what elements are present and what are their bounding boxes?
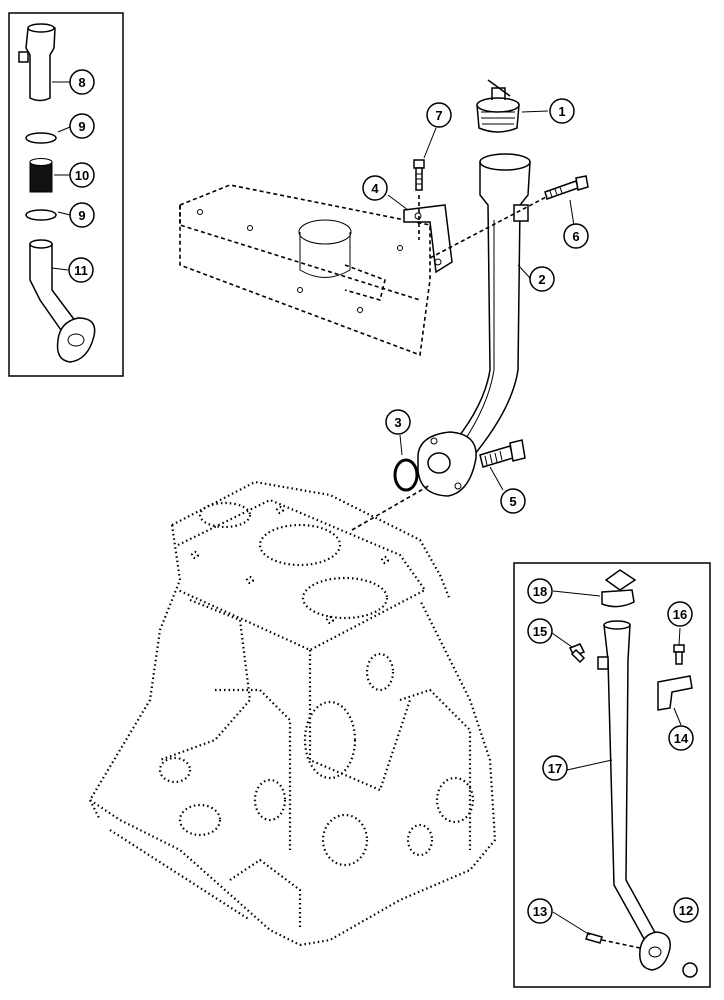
- callout-13: 13: [527, 898, 553, 924]
- callout-8: 8: [69, 69, 95, 95]
- svg-text:18: 18: [533, 584, 547, 599]
- svg-text:3: 3: [394, 415, 401, 430]
- part-16-bolt: [673, 644, 685, 665]
- callout-17: 17: [542, 755, 568, 781]
- callout-4: 4: [362, 175, 388, 201]
- part-10-hose: [29, 158, 53, 193]
- callout-9-lower: 9: [69, 202, 95, 228]
- part-18-filler-cap: [601, 569, 637, 608]
- svg-text:13: 13: [533, 904, 547, 919]
- callout-18: 18: [527, 578, 553, 604]
- svg-text:2: 2: [538, 272, 545, 287]
- callout-15: 15: [527, 618, 553, 644]
- part-13-bolt: [585, 932, 641, 949]
- svg-text:17: 17: [548, 761, 562, 776]
- part-11-elbow-tube: [29, 239, 96, 363]
- callout-11: 11: [68, 257, 94, 283]
- part-2-filler-pipe: [417, 153, 531, 497]
- svg-text:11: 11: [74, 263, 88, 278]
- callout-10: 10: [69, 162, 95, 188]
- part-15-bolt: [568, 643, 586, 664]
- svg-text:4: 4: [371, 181, 379, 196]
- callout-5: 5: [500, 488, 526, 514]
- callout-16: 16: [667, 601, 693, 627]
- assembly-guide-lines: [351, 195, 549, 531]
- part-5-bolt: [479, 439, 526, 468]
- part-14-bracket: [657, 675, 693, 711]
- svg-text:15: 15: [533, 624, 547, 639]
- leader-lines: [51, 81, 682, 936]
- callout-3: 3: [385, 409, 411, 435]
- part-7-bolt: [413, 159, 425, 191]
- part-12-o-ring: [682, 962, 698, 978]
- inset-bottom-right: [513, 562, 711, 988]
- svg-text:10: 10: [75, 168, 89, 183]
- callout-2: 2: [529, 266, 555, 292]
- svg-text:5: 5: [509, 494, 516, 509]
- part-4-bracket: [403, 204, 453, 274]
- svg-text:7: 7: [435, 108, 442, 123]
- svg-text:14: 14: [674, 731, 689, 746]
- svg-text:9: 9: [78, 208, 85, 223]
- part-9-clamp-upper: [25, 132, 57, 144]
- svg-text:6: 6: [572, 229, 579, 244]
- callout-12: 12: [673, 897, 699, 923]
- callout-9-upper: 9: [69, 113, 95, 139]
- callout-1: 1: [549, 98, 575, 124]
- part-1-filler-cap: [476, 79, 520, 133]
- svg-text:1: 1: [558, 104, 565, 119]
- part-17-filler-pipe: [597, 620, 671, 971]
- part-8-filler-tube: [18, 23, 56, 102]
- svg-text:8: 8: [78, 75, 85, 90]
- part-3-o-ring: [393, 458, 419, 492]
- callout-7: 7: [426, 102, 452, 128]
- callout-14: 14: [668, 725, 694, 751]
- callout-6: 6: [563, 223, 589, 249]
- part-6-bolt: [544, 175, 589, 200]
- svg-text:9: 9: [78, 119, 85, 134]
- part-9-clamp-lower: [25, 209, 57, 221]
- inset-top-left: [8, 12, 124, 377]
- rocker-cover-outline: [179, 184, 431, 357]
- svg-text:12: 12: [679, 903, 693, 918]
- engine-block-outline: [88, 480, 497, 947]
- svg-text:16: 16: [673, 607, 687, 622]
